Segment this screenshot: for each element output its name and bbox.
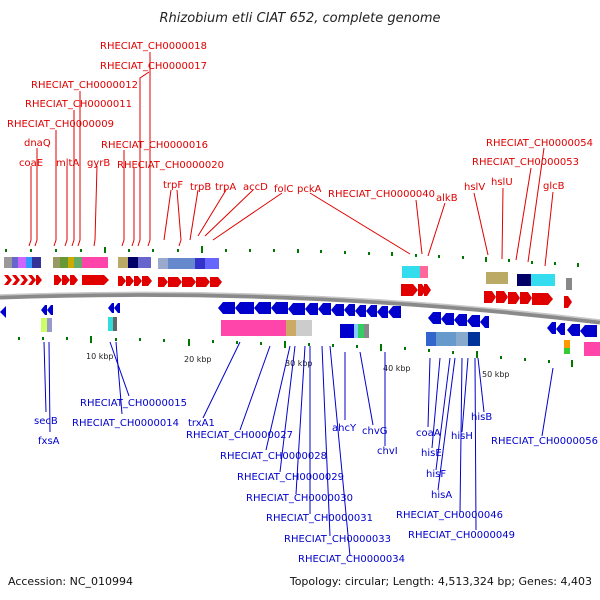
label-RHECIAT_CH0000046: RHECIAT_CH0000046 [396, 510, 503, 521]
scale-label-50: 50 kbp [482, 370, 510, 379]
label-coaA: coaA [416, 428, 441, 439]
label-trpB: trpB [190, 182, 211, 193]
label-hisA: hisA [431, 490, 452, 501]
label-trxA1: trxA1 [188, 418, 215, 429]
scale-label-40: 40 kbp [383, 364, 411, 373]
label-RHECIAT_CH0000034: RHECIAT_CH0000034 [298, 554, 405, 565]
label-RHECIAT_CH0000054: RHECIAT_CH0000054 [486, 138, 593, 149]
label-RHECIAT_CH0000011: RHECIAT_CH0000011 [25, 99, 132, 110]
label-secB: secB [34, 416, 58, 427]
label-trpA: trpA [215, 182, 236, 193]
label-accD: accD [243, 182, 268, 193]
label-RHECIAT_CH0000049: RHECIAT_CH0000049 [408, 530, 515, 541]
reverse-leader-lines [43, 341, 554, 557]
label-RHECIAT_CH0000029: RHECIAT_CH0000029 [237, 472, 344, 483]
label-RHECIAT_CH0000053: RHECIAT_CH0000053 [472, 157, 579, 168]
label-RHECIAT_CH0000056: RHECIAT_CH0000056 [491, 436, 598, 447]
forward-tick-row [5, 246, 579, 267]
label-RHECIAT_CH0000014: RHECIAT_CH0000014 [72, 418, 179, 429]
genome-backbone [0, 291, 600, 325]
label-RHECIAT_CH0000031: RHECIAT_CH0000031 [266, 513, 373, 524]
label-RHECIAT_CH0000016: RHECIAT_CH0000016 [101, 140, 208, 151]
label-RHECIAT_CH0000027: RHECIAT_CH0000027 [186, 430, 293, 441]
forward-leader-lines [28, 52, 554, 267]
map-title: Rhizobium etli CIAT 652, complete genome [160, 11, 441, 26]
label-hslU: hslU [491, 177, 513, 188]
accession-text: Accession: NC_010994 [8, 575, 133, 588]
label-RHECIAT_CH0000018: RHECIAT_CH0000018 [100, 41, 207, 52]
forward-gene-arrows [4, 275, 572, 308]
topology-text: Topology: circular; Length: 4,513,324 bp… [289, 575, 592, 588]
label-trpF: trpF [163, 180, 183, 191]
label-glcB: glcB [543, 181, 565, 192]
reverse-tick-row [18, 336, 573, 367]
label-RHECIAT_CH0000009: RHECIAT_CH0000009 [7, 119, 114, 130]
label-pckA: pckA [297, 184, 322, 195]
label-mltA: mltA [56, 158, 79, 169]
genome-backbone-highlight [0, 291, 600, 321]
label-hisF: hisF [426, 469, 446, 480]
label-hisB: hisB [471, 412, 492, 423]
label-alkB: alkB [436, 193, 458, 204]
label-chvG: chvG [362, 426, 388, 437]
forward-labels: RHECIAT_CH0000018 RHECIAT_CH0000017 RHEC… [7, 41, 593, 204]
label-RHECIAT_CH0000017: RHECIAT_CH0000017 [100, 61, 207, 72]
label-RHECIAT_CH0000015: RHECIAT_CH0000015 [80, 398, 187, 409]
label-RHECIAT_CH0000040: RHECIAT_CH0000040 [328, 189, 435, 200]
label-RHECIAT_CH0000033: RHECIAT_CH0000033 [284, 534, 391, 545]
reverse-feature-blocks [41, 317, 600, 356]
label-ahcY: ahcY [332, 423, 357, 434]
label-chvI: chvI [377, 446, 398, 457]
label-RHECIAT_CH0000030: RHECIAT_CH0000030 [246, 493, 353, 504]
label-hslV: hslV [464, 182, 485, 193]
label-dnaQ: dnaQ [24, 138, 51, 149]
scale-label-20: 20 kbp [184, 355, 212, 364]
label-RHECIAT_CH0000020: RHECIAT_CH0000020 [117, 160, 224, 171]
label-gyrB: gyrB [87, 158, 110, 169]
label-hisE: hisE [421, 448, 442, 459]
scale-labels: 10 kbp 20 kbp 30 kbp 40 kbp 50 kbp [86, 352, 510, 379]
label-folC: folC [274, 184, 293, 195]
label-hisH: hisH [451, 431, 473, 442]
label-RHECIAT_CH0000012: RHECIAT_CH0000012 [31, 80, 138, 91]
scale-label-10: 10 kbp [86, 352, 114, 361]
forward-feature-blocks [4, 257, 572, 290]
reverse-gene-arrows [0, 302, 597, 337]
label-fxsA: fxsA [38, 436, 60, 447]
scale-label-30: 30 kbp [285, 359, 313, 368]
label-RHECIAT_CH0000028: RHECIAT_CH0000028 [220, 451, 327, 462]
label-coaE: coaE [19, 158, 43, 169]
reverse-labels: secB fxsA RHECIAT_CH0000015 RHECIAT_CH00… [34, 398, 598, 565]
